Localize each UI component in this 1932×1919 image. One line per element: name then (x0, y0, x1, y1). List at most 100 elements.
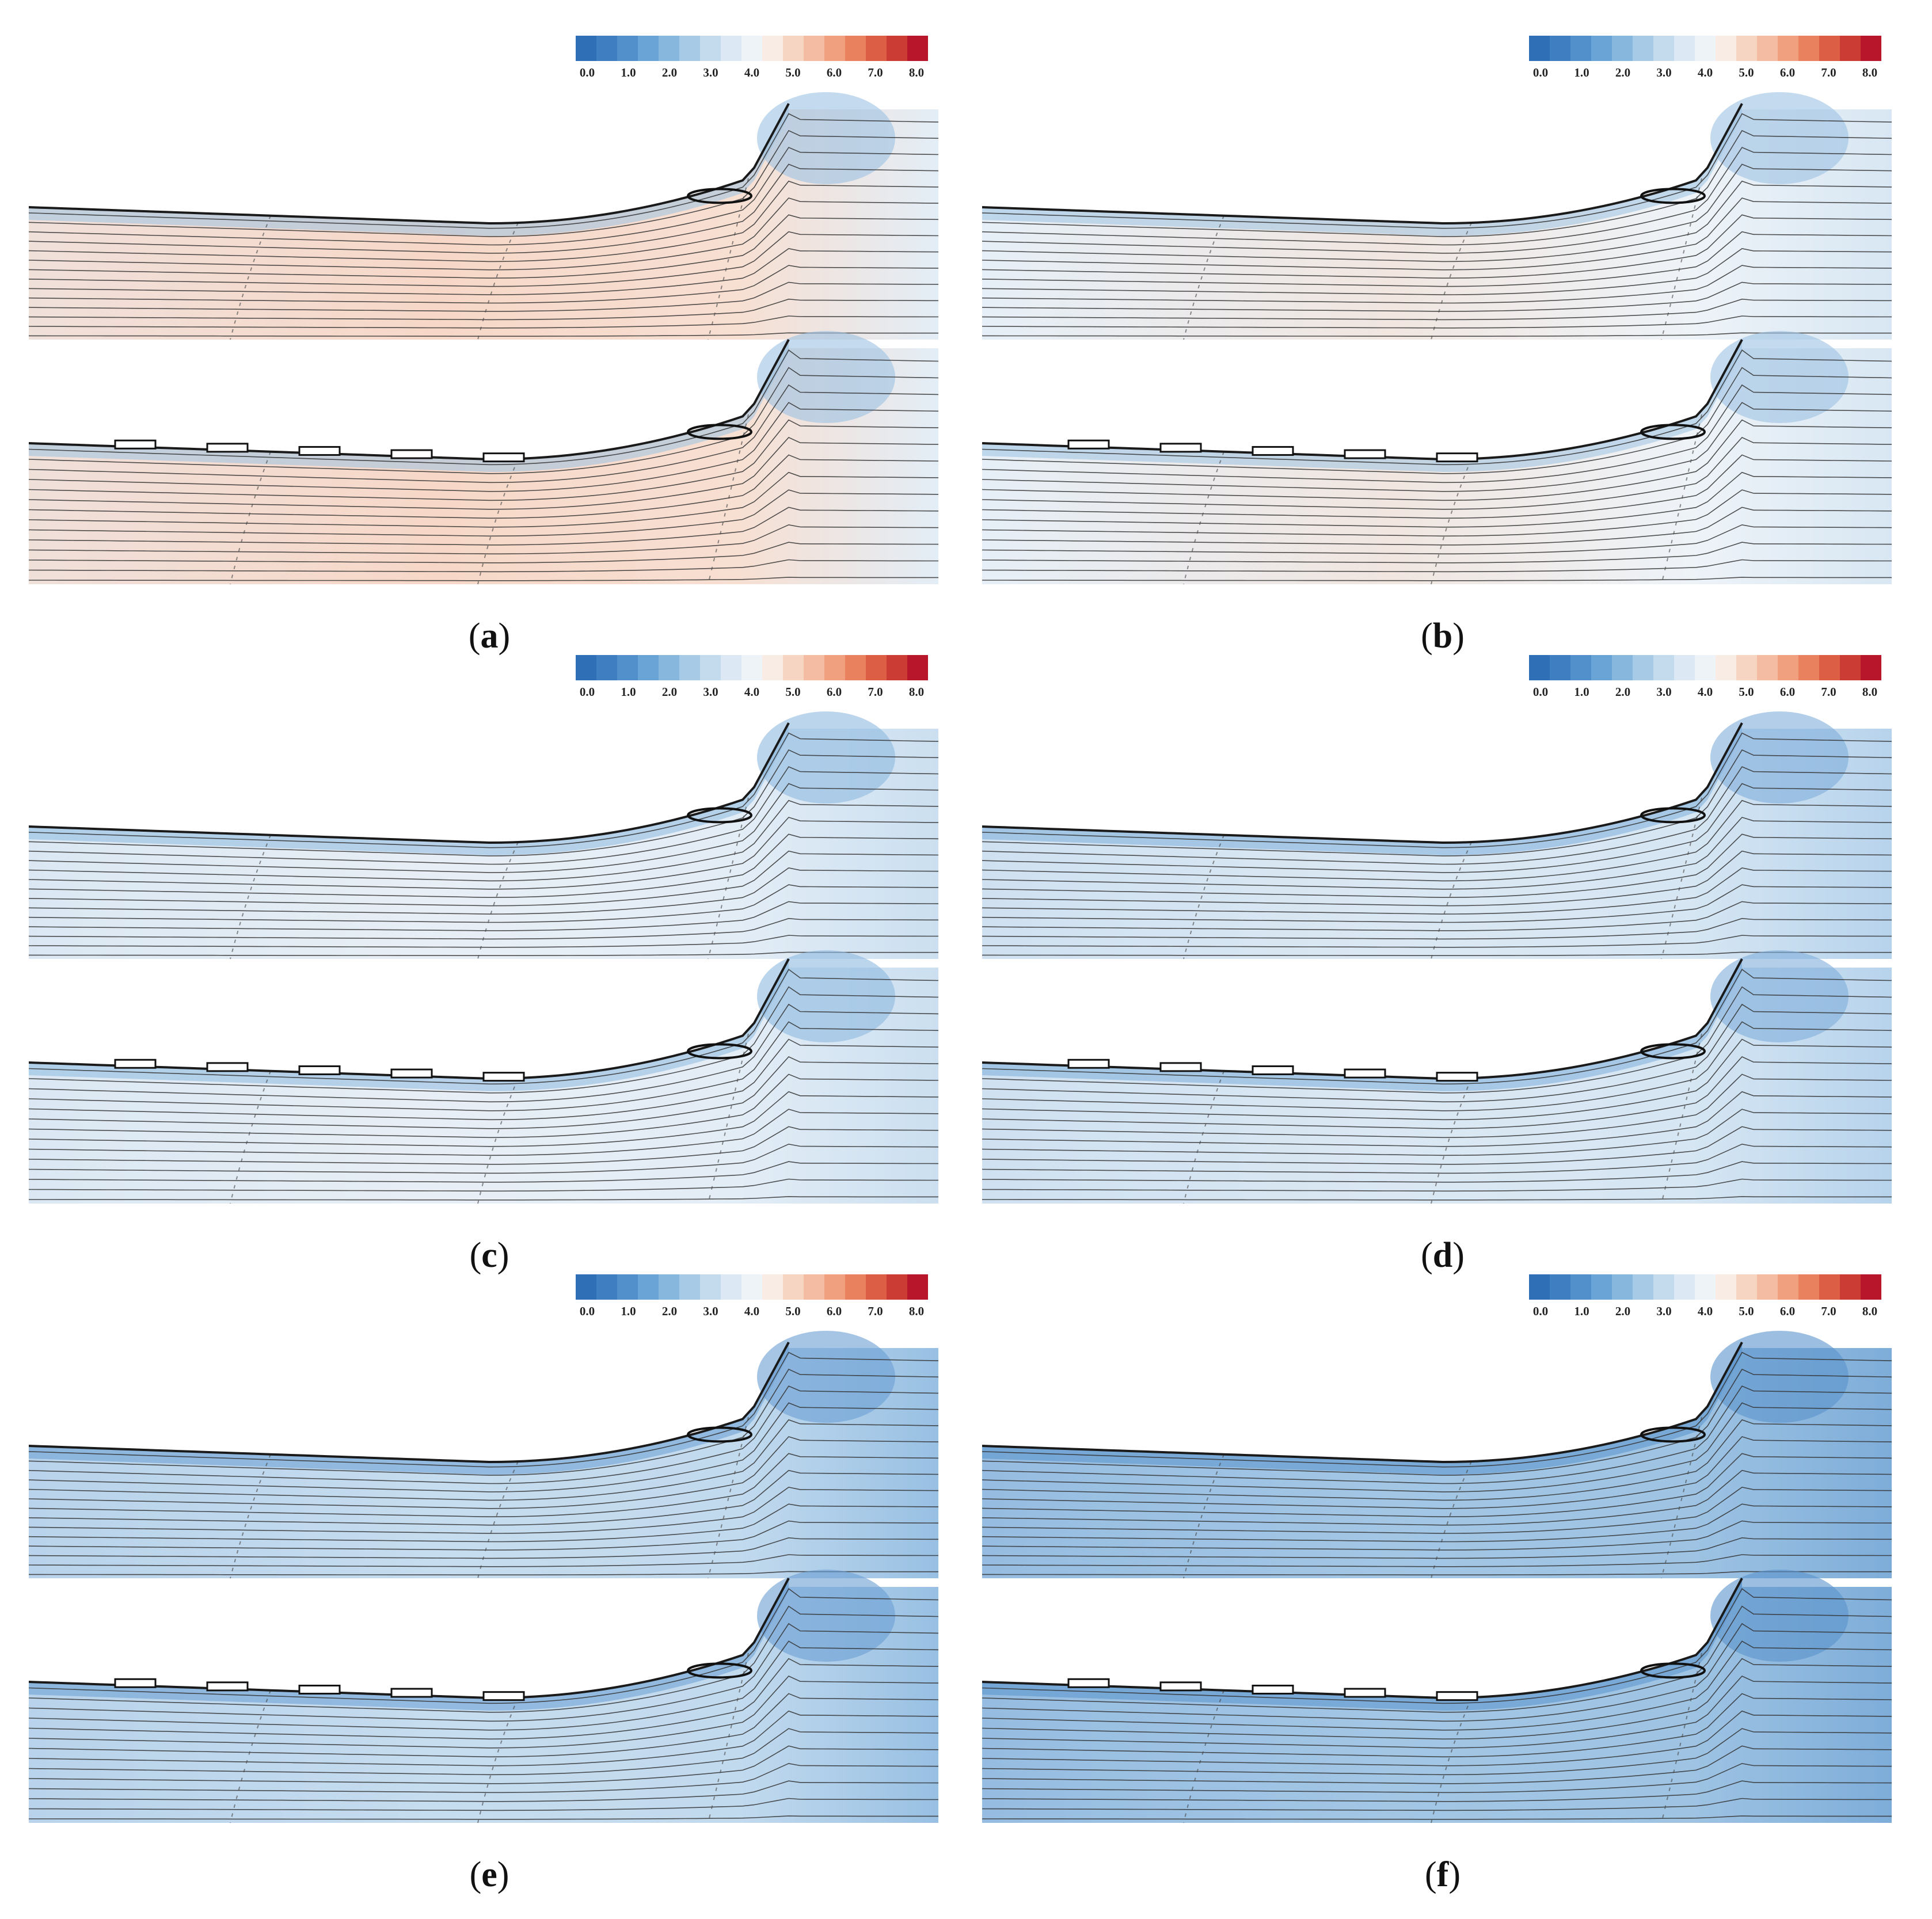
colorbar-cell (1633, 36, 1653, 61)
colorbar-cell (1695, 1274, 1716, 1300)
colorbar-cell (741, 655, 762, 680)
colorbar-cell (1674, 36, 1695, 61)
colorbar-cell (1840, 36, 1861, 61)
colorbar-cell (576, 36, 596, 61)
streamline (982, 1780, 1892, 1802)
arrow-marker-line (1661, 1417, 1702, 1579)
streamline (982, 935, 1892, 948)
colorbar-tick-label: 2.0 (661, 66, 678, 79)
streamline (982, 1091, 1892, 1147)
colorbar-cell (1778, 655, 1798, 680)
colorbar-cell (762, 655, 783, 680)
colorbar-cell (762, 1274, 783, 1300)
colorbar-tick-label: 2.0 (661, 685, 678, 699)
streamline (982, 884, 1892, 923)
streamline (982, 951, 1892, 956)
inlet-vortex-zone (1710, 331, 1849, 423)
colorbar-cell (679, 36, 700, 61)
streamline (29, 986, 939, 1094)
wall-slot (1436, 1072, 1478, 1082)
streamline (29, 1588, 939, 1704)
colorbar-tick-label: 7.0 (868, 1304, 883, 1318)
colorbar-tick-label: 6.0 (826, 66, 842, 79)
arrow-marker-line (230, 1690, 271, 1823)
streamline (29, 1503, 939, 1543)
flow-field (982, 1331, 1892, 1823)
colorbar-cell (638, 36, 659, 61)
streamline (982, 1126, 1892, 1165)
wall-slot (1159, 1062, 1202, 1072)
streamline (29, 1728, 939, 1776)
panel-letter: e (481, 1855, 497, 1894)
lower-duct (29, 331, 939, 585)
arrow-marker-line (230, 451, 271, 585)
streamline (982, 1469, 1892, 1526)
colorbar-tick-label: 4.0 (744, 66, 760, 79)
streamline (29, 1780, 939, 1802)
streamline (29, 1021, 939, 1111)
streamline (29, 1419, 939, 1501)
streamline (982, 1453, 1892, 1518)
flow-field (982, 92, 1892, 585)
wall-slot (298, 1684, 341, 1695)
colorbar-cell (741, 36, 762, 61)
wall-slot (482, 1072, 525, 1082)
colorbar-cell (1695, 36, 1716, 61)
streamline (982, 163, 1892, 254)
arrow-marker-line (477, 1461, 519, 1579)
inlet-vortex-zone (1710, 1570, 1849, 1662)
streamline (982, 1640, 1892, 1731)
streamline (29, 1815, 938, 1820)
streamline (29, 489, 939, 537)
colorbar-cell (845, 36, 866, 61)
streamline (982, 349, 1892, 466)
colorbar-tick-label: 7.0 (1821, 1304, 1836, 1318)
colorbar-tick-label: 1.0 (1574, 1304, 1589, 1318)
streamline (29, 1003, 939, 1103)
colorbar-cell (1674, 1274, 1695, 1300)
streamline (29, 1351, 939, 1468)
inlet-vortex-zone (757, 1570, 895, 1662)
colorbar-tick-label: 5.0 (1739, 685, 1754, 699)
streamline (29, 1143, 939, 1174)
colorbar-cell (1819, 36, 1840, 61)
streamline (29, 951, 938, 956)
arrow-marker-line (477, 842, 519, 959)
streamline (982, 1554, 1892, 1567)
streamline (982, 817, 1892, 890)
streamline (982, 1693, 1892, 1758)
streamline (29, 1453, 939, 1518)
wall-slot (1159, 1681, 1202, 1692)
arrow-marker-line (477, 222, 519, 340)
colorbar-cell (1861, 36, 1881, 61)
inlet-vortex-zone (757, 1331, 895, 1423)
arrow-marker-line (708, 797, 749, 959)
flow-field (29, 711, 939, 1204)
streamline (982, 147, 1892, 246)
streamline (982, 524, 1892, 555)
streamline (982, 1038, 1892, 1121)
streamline (982, 315, 1892, 329)
streamline (29, 1161, 939, 1183)
streamline (29, 367, 939, 474)
colorbar-tick-label: 8.0 (908, 685, 925, 699)
streamline (982, 833, 1892, 898)
colorbar-cell (617, 655, 638, 680)
recirculation-vortex (687, 188, 752, 204)
colorbar-cell (845, 655, 866, 680)
colorbar-tick-label: 5.0 (1739, 66, 1754, 79)
streamline (29, 1038, 939, 1121)
panel-letter: b (1432, 616, 1453, 656)
recirculation-vortex (1640, 807, 1706, 824)
colorbar-tick-label: 7.0 (868, 66, 883, 79)
colorbar-tick-label: 6.0 (826, 685, 842, 699)
colorbar-cell (596, 36, 617, 61)
streamline (29, 901, 939, 931)
streamline (29, 1469, 939, 1526)
streamline (29, 1605, 939, 1713)
